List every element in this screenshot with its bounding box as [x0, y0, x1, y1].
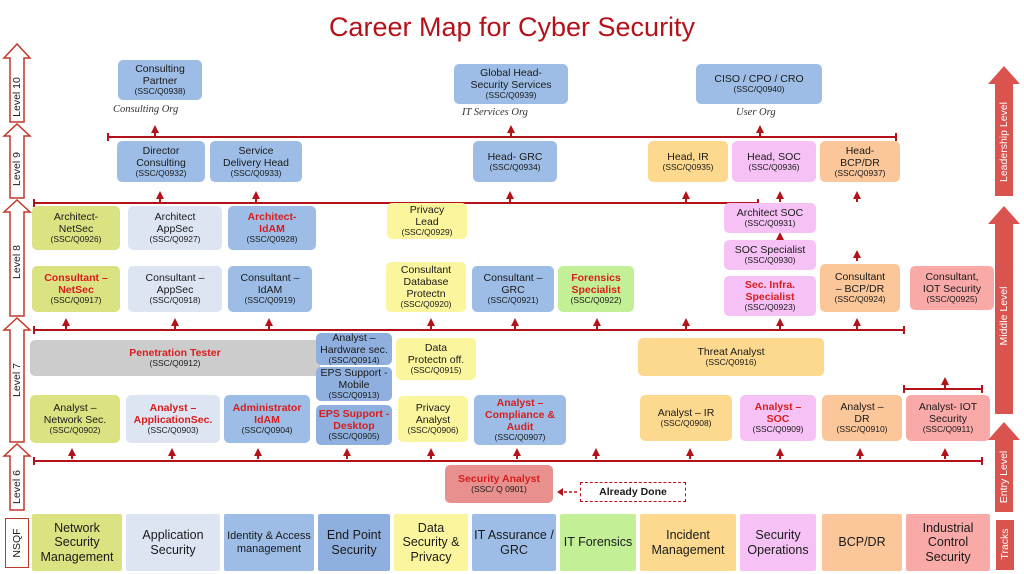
role-analyst-ir[interactable]: Analyst – IR(SSC/Q0908): [640, 395, 732, 441]
role-analyst-dr[interactable]: Analyst –DR(SSC/Q0910): [822, 395, 902, 441]
role-head-grc[interactable]: Head- GRC(SSC/Q0934): [473, 141, 557, 182]
track-data-security[interactable]: Data Security & Privacy: [394, 514, 468, 571]
level-8-mid-bracket: [33, 326, 905, 334]
role-sec-infra-specialist[interactable]: Sec. Infra.Specialist(SSC/Q0923): [724, 276, 816, 316]
tracks-bar: [996, 520, 1014, 570]
role-analyst-appsec[interactable]: Analyst –ApplicationSec.(SSC/Q0903): [126, 395, 220, 443]
track-it-assurance[interactable]: IT Assurance / GRC: [472, 514, 556, 571]
level-7-arrow: [2, 316, 32, 443]
level-7-bracket: [903, 385, 983, 393]
level-8-arrow: [2, 198, 32, 317]
role-architect-idam[interactable]: Architect-IdAM(SSC/Q0928): [228, 206, 316, 250]
role-consultant-bcp[interactable]: Consultant– BCP/DR(SSC/Q0924): [820, 264, 900, 312]
level-9-arrow: [2, 122, 32, 199]
track-network-security[interactable]: Network Security Management: [32, 514, 122, 571]
role-consultant-idam[interactable]: Consultant –IdAM(SSC/Q0919): [228, 266, 312, 312]
role-consultant-appsec[interactable]: Consultant –AppSec(SSC/Q0918): [128, 266, 222, 312]
role-head-bcp[interactable]: Head-BCP/DR(SSC/Q0937): [820, 141, 900, 182]
note-it-services-org: IT Services Org: [462, 107, 528, 118]
role-architect-netsec[interactable]: Architect-NetSec(SSC/Q0926): [32, 206, 120, 250]
leadership-arrow: [988, 66, 1020, 196]
role-analyst-netsec[interactable]: Analyst –Network Sec.(SSC/Q0902): [30, 395, 120, 443]
role-ciso[interactable]: CISO / CPO / CRO(SSC/Q0940): [696, 64, 822, 104]
left-level-arrows: [2, 42, 32, 511]
role-analyst-soc[interactable]: Analyst –SOC(SSC/Q0909): [740, 395, 816, 441]
track-endpoint-security[interactable]: End Point Security: [318, 514, 390, 571]
note-consulting-org: Consulting Org: [113, 104, 179, 115]
level-6-bracket: [33, 457, 983, 465]
right-level-arrows: [988, 66, 1020, 512]
track-industrial-control[interactable]: Industrial Control Security: [906, 514, 990, 571]
track-bcp-dr[interactable]: BCP/DR: [822, 514, 902, 571]
page-title: Career Map for Cyber Security: [328, 12, 696, 42]
note-user-org: User Org: [736, 107, 776, 118]
role-architect-soc[interactable]: Architect SOC(SSC/Q0931): [724, 203, 816, 233]
track-it-forensics[interactable]: IT Forensics: [560, 514, 636, 571]
level-9-bracket: [107, 133, 897, 141]
level-6-arrow: [2, 442, 32, 511]
role-security-analyst[interactable]: Security Analyst(SSC/ Q 0901): [445, 465, 553, 503]
role-analyst-compliance[interactable]: Analyst –Compliance &Audit(SSC/Q0907): [474, 395, 566, 445]
track-identity-access[interactable]: Identity & Access management: [224, 514, 314, 571]
role-soc-specialist[interactable]: SOC Specialist(SSC/Q0930): [724, 240, 816, 270]
role-eps-desktop[interactable]: EPS Support -Desktop(SSC/Q0905): [316, 405, 392, 445]
role-penetration-tester[interactable]: Penetration Tester(SSC/Q0912): [30, 340, 320, 376]
role-global-head[interactable]: Global Head-Security Services(SSC/Q0939): [454, 64, 568, 104]
role-consultant-netsec[interactable]: Consultant –NetSec(SSC/Q0917): [32, 266, 120, 312]
entry-arrow: [988, 422, 1020, 512]
track-application-security[interactable]: Application Security: [126, 514, 220, 571]
role-head-ir[interactable]: Head, IR(SSC/Q0935): [648, 141, 728, 182]
track-incident-management[interactable]: Incident Management: [640, 514, 736, 571]
level-10-arrow: [2, 42, 32, 123]
role-head-soc[interactable]: Head, SOC(SSC/Q0936): [732, 141, 816, 182]
track-security-operations[interactable]: Security Operations: [740, 514, 816, 571]
role-consultant-grc[interactable]: Consultant –GRC(SSC/Q0921): [472, 266, 554, 312]
already-done-pointer: [557, 488, 579, 496]
role-threat-analyst[interactable]: Threat Analyst(SSC/Q0916): [638, 338, 824, 376]
role-eps-mobile[interactable]: EPS Support -Mobile(SSC/Q0913): [316, 367, 392, 401]
nsqf-box: [5, 518, 29, 568]
middle-arrow: [988, 206, 1020, 414]
already-done-label: Already Done: [580, 482, 686, 502]
role-consultant-iot[interactable]: Consultant,IOT Security(SSC/Q0925): [910, 266, 994, 310]
role-analyst-hardware[interactable]: Analyst –Hardware sec.(SSC/Q0914): [316, 333, 392, 365]
